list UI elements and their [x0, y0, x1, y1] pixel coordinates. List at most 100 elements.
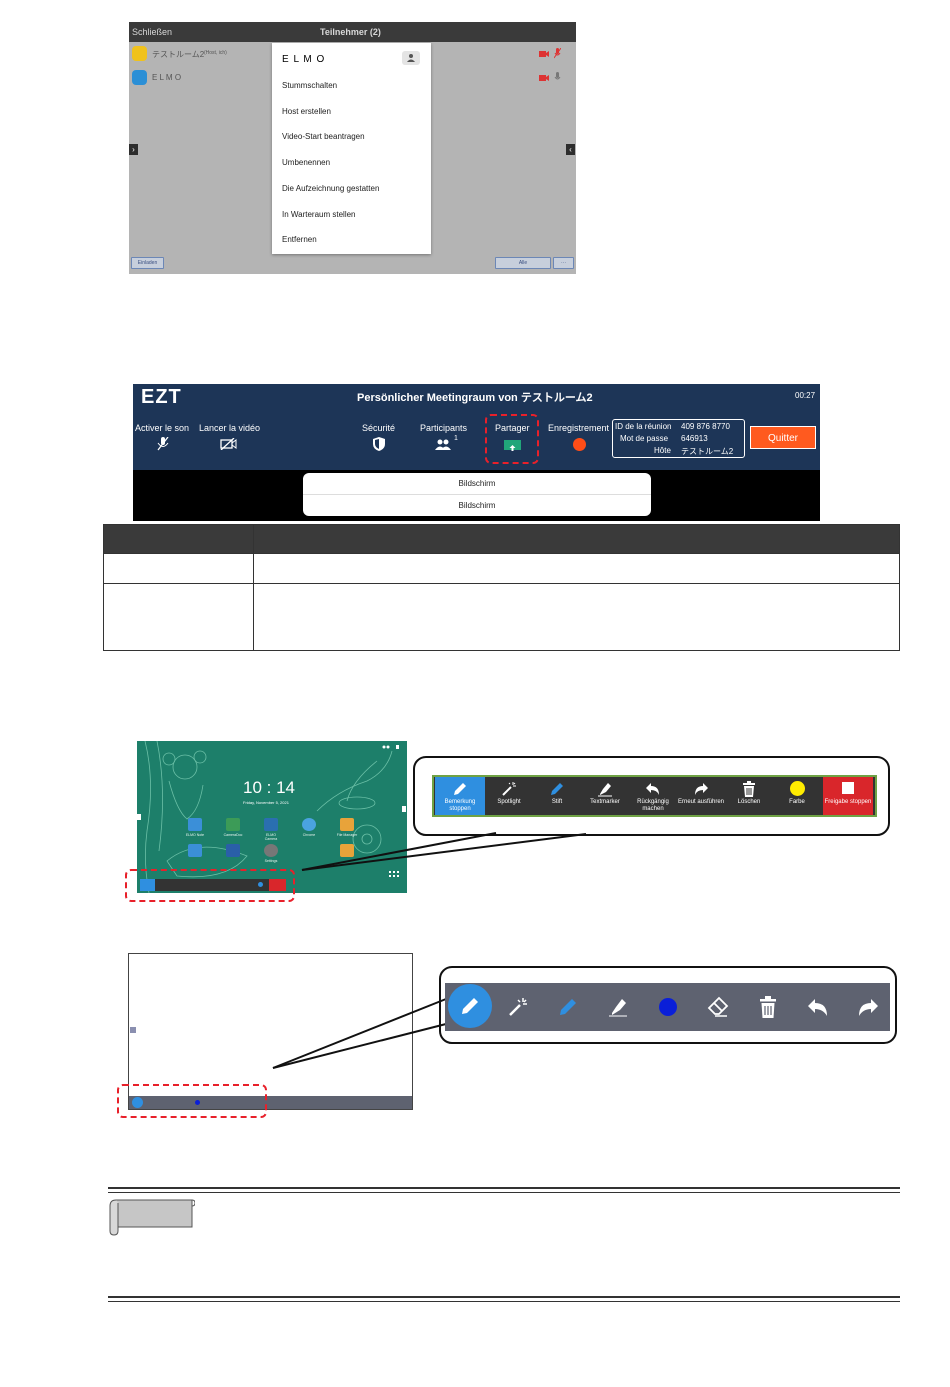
invite-button[interactable]: Einladen	[131, 257, 164, 269]
meeting-info-box: ID de la réunion 409 876 8770 Mot de pas…	[612, 419, 745, 458]
toolbar-item-stop-sharing[interactable]: Freigabe stoppen	[823, 777, 873, 815]
gear-icon[interactable]	[264, 844, 278, 857]
chevron-left-icon[interactable]: ‹	[566, 144, 575, 155]
menu-item-remove[interactable]: Entfernen	[282, 235, 317, 244]
video-off-icon	[220, 438, 237, 450]
mini-toolbar	[140, 879, 286, 891]
toolbar-item-undo[interactable]: Rückgängig machen	[629, 777, 677, 815]
dropdown-item-screen[interactable]: Bildschirm	[458, 501, 496, 510]
dropdown-item-screen[interactable]: Bildschirm	[303, 473, 651, 495]
marker-icon	[551, 783, 563, 795]
koala-background-drawing	[144, 741, 393, 893]
avatar	[132, 46, 147, 61]
note-scroll-icon	[109, 1199, 195, 1236]
toolbar-label: Bemerkung stoppen	[444, 799, 476, 812]
stop-icon[interactable]	[269, 879, 286, 891]
table-row	[103, 553, 900, 584]
toolbar-label: Farbe	[789, 799, 805, 805]
toolbar-item-redo[interactable]: Erneut ausführen	[677, 777, 725, 815]
record-button[interactable]: Enregistrement	[548, 423, 610, 457]
password-label: Mot de passe	[620, 434, 669, 443]
toolbar-item-delete[interactable]: Löschen	[725, 777, 773, 815]
color-dot-icon[interactable]	[258, 882, 263, 887]
pen-icon[interactable]	[132, 1097, 143, 1108]
meeting-screenshot: EZT Persönlicher Meetingraum von テストルーム2…	[133, 384, 820, 521]
eraser-icon[interactable]	[707, 996, 729, 1018]
menu-item-waiting-room[interactable]: In Warteraum stellen	[282, 210, 356, 219]
quit-button[interactable]: Quitter	[750, 426, 816, 449]
folder-icon[interactable]	[340, 844, 354, 857]
mic-off-icon[interactable]	[554, 48, 561, 59]
meeting-toolbar: EZT Persönlicher Meetingraum von テストルーム2…	[133, 384, 820, 470]
security-button[interactable]: Sécurité	[362, 423, 398, 457]
trash-icon[interactable]	[759, 996, 777, 1018]
video-button[interactable]: Lancer la vidéo	[199, 423, 265, 457]
folder-icon[interactable]	[340, 818, 354, 831]
spotlight-icon[interactable]	[508, 997, 528, 1017]
close-button[interactable]: Schließen	[132, 27, 173, 37]
pen-icon[interactable]	[140, 879, 155, 891]
person-icon[interactable]	[402, 51, 420, 65]
side-handle-icon[interactable]	[130, 1027, 136, 1033]
chevron-right-icon[interactable]: ›	[129, 144, 138, 155]
share-button[interactable]: Partager	[493, 423, 533, 457]
participant-row[interactable]: E L M O	[129, 67, 576, 89]
share-label: Partager	[495, 423, 530, 433]
all-button[interactable]: Alle	[495, 257, 551, 269]
table-row	[103, 583, 900, 651]
participant-row[interactable]: テストルーム2 (Host, ich)	[129, 43, 576, 65]
toolbar-label: Löschen	[737, 799, 761, 805]
mic-icon[interactable]	[554, 72, 561, 83]
toolbar-item-spotlight[interactable]: Spotlight	[485, 777, 533, 815]
more-button[interactable]: ···	[553, 257, 574, 269]
app-icon[interactable]	[188, 818, 202, 831]
apps-grid-icon[interactable]	[389, 871, 399, 879]
participant-name: E L M O	[152, 73, 182, 82]
video-off-icon[interactable]	[539, 50, 549, 58]
share-dropdown: Bildschirm Bildschirm	[303, 473, 651, 516]
clock-date: Friday, November 5, 2021	[243, 800, 289, 805]
toolbar-highlight	[117, 1084, 267, 1118]
chevron-left-icon[interactable]	[402, 806, 406, 812]
participants-title: Teilnehmer (2)	[320, 27, 381, 37]
color-dot-icon[interactable]	[195, 1100, 200, 1105]
callout-connector	[301, 756, 890, 871]
menu-item-make-host[interactable]: Host erstellen	[282, 107, 331, 116]
redo-icon[interactable]	[857, 997, 879, 1017]
color-dot-icon	[790, 781, 805, 796]
menu-item-request-video[interactable]: Video-Start beantragen	[282, 132, 365, 141]
app-icon[interactable]	[188, 844, 202, 857]
chevron-right-icon[interactable]	[137, 814, 141, 820]
audio-button[interactable]: Activer le son	[135, 423, 195, 457]
participants-screenshot: Schließen Teilnehmer (2) テストルーム2 (Host, …	[129, 22, 576, 274]
participants-button[interactable]: Participants 1	[420, 423, 472, 457]
marker-icon[interactable]	[558, 997, 578, 1017]
app-label: ELMO Camera	[264, 833, 278, 841]
toolbar-label: Spotlight	[497, 799, 521, 805]
host-value: テストルーム2	[681, 447, 734, 456]
app-logo: EZT	[141, 386, 182, 408]
color-dot-icon[interactable]	[659, 998, 677, 1016]
toolbar-item-stop-annotation[interactable]: Bemerkung stoppen	[435, 777, 485, 815]
security-label: Sécurité	[362, 423, 396, 433]
highlighter-icon[interactable]	[608, 997, 628, 1017]
app-icon[interactable]	[226, 818, 240, 831]
meeting-id-label: ID de la réunion	[615, 422, 672, 431]
video-off-icon[interactable]	[539, 74, 549, 82]
toolbar-item-color[interactable]: Farbe	[773, 777, 821, 815]
menu-item-rename[interactable]: Umbenennen	[282, 158, 331, 167]
trash-icon	[743, 781, 755, 797]
toolbar-item-pen[interactable]	[448, 984, 492, 1028]
app-icon[interactable]	[264, 818, 278, 831]
audio-label: Activer le son	[135, 423, 190, 433]
toolbar-item-pen[interactable]: Stift	[533, 777, 581, 815]
toolbar-item-highlighter[interactable]: Textmarker	[581, 777, 629, 815]
chrome-icon[interactable]	[302, 818, 316, 831]
participants-title-bar: Schließen Teilnehmer (2)	[129, 22, 576, 42]
menu-item-mute[interactable]: Stummschalten	[282, 81, 338, 90]
menu-item-allow-recording[interactable]: Die Aufzeichnung gestatten	[282, 184, 380, 193]
avatar	[132, 70, 147, 85]
undo-icon[interactable]	[807, 997, 829, 1017]
toolbar-label: Textmarker	[590, 799, 620, 805]
video-app-icon[interactable]	[226, 844, 240, 857]
